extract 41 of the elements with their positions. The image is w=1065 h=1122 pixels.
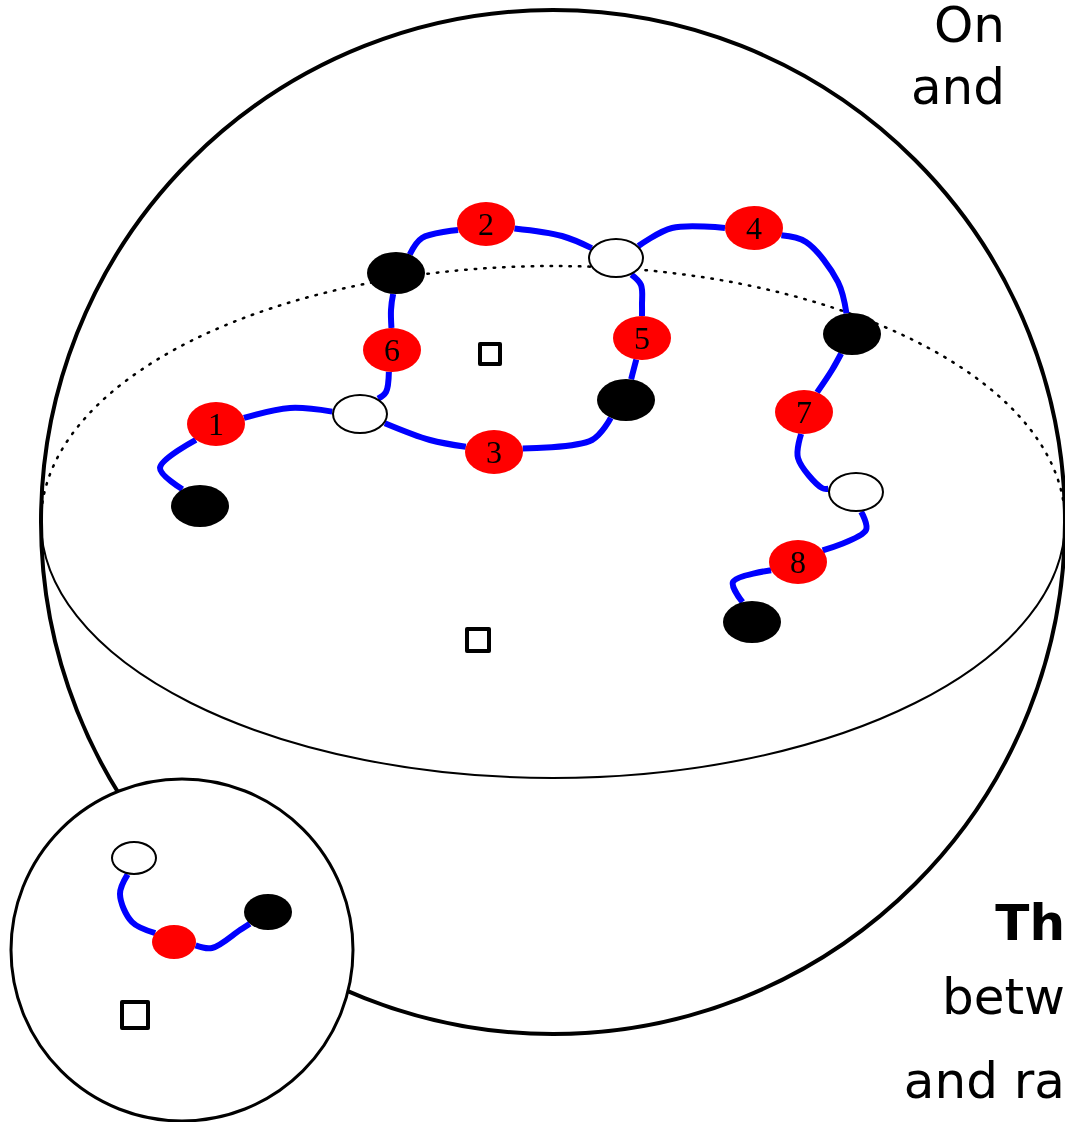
curve-line — [781, 232, 850, 314]
numbered-marker: 2 — [457, 202, 515, 246]
square-marker — [478, 342, 502, 366]
curve-line — [522, 416, 614, 452]
square-marker — [465, 627, 491, 653]
filled-dot — [367, 252, 425, 294]
curve-line — [629, 272, 646, 317]
numbered-marker: 1 — [187, 402, 245, 446]
filled-dot — [171, 485, 229, 527]
curve-line — [514, 225, 593, 251]
curve-line — [157, 437, 198, 492]
curve-line — [383, 420, 467, 450]
hollow-dot — [828, 472, 884, 512]
filled-dot — [823, 313, 881, 355]
curve-line — [243, 404, 333, 421]
text-fragment: and — [910, 62, 1005, 112]
square-marker — [120, 1000, 150, 1030]
curve-line — [729, 567, 772, 604]
numbered-marker: 7 — [775, 390, 833, 434]
numbered-marker: 6 — [363, 328, 421, 372]
curve-line — [387, 293, 397, 329]
text-fragment: and ra — [903, 1056, 1065, 1106]
numbered-marker: 3 — [465, 430, 523, 474]
curve-line — [628, 358, 640, 381]
text-fragment: Th — [995, 898, 1065, 948]
curve-line — [376, 371, 392, 402]
hollow-dot — [332, 394, 388, 434]
filled-dot — [723, 601, 781, 643]
filled-dot — [597, 379, 655, 421]
curve-line — [636, 223, 726, 249]
numbered-marker: 5 — [613, 316, 671, 360]
numbered-marker: 4 — [725, 206, 783, 250]
curve-line — [194, 921, 252, 952]
numbered-marker: 8 — [769, 540, 827, 584]
text-fragment: On — [933, 0, 1005, 50]
hollow-dot — [588, 238, 644, 278]
curve-line — [821, 510, 870, 554]
text-fragment: betw — [942, 972, 1065, 1022]
curve-line — [814, 352, 844, 395]
curve-line — [407, 227, 459, 256]
curve-line — [117, 872, 157, 936]
